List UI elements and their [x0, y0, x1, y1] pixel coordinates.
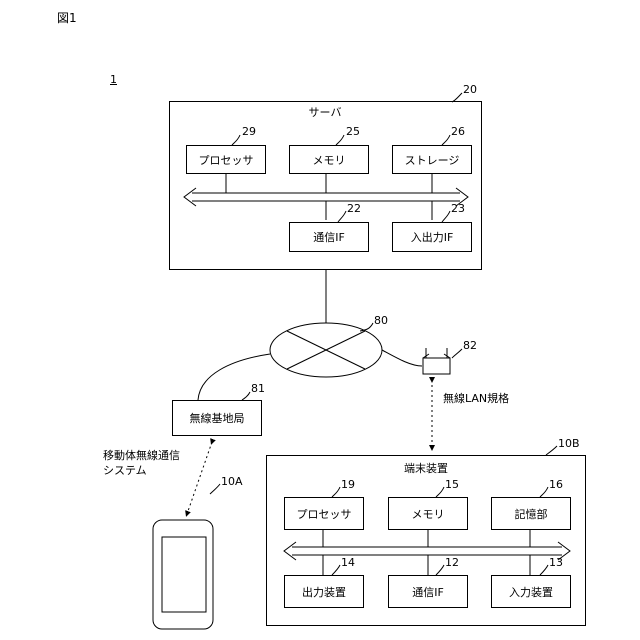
terminal-storage-label: 記憶部: [515, 506, 548, 522]
server-ref: 20: [463, 84, 477, 95]
mobile-comm-link: [187, 442, 212, 514]
server-storage-box: ストレージ: [392, 145, 472, 174]
terminal-title: 端末装置: [404, 460, 448, 476]
mobile-comm-label-line1: 移動体無線通信: [103, 450, 180, 461]
server-title: サーバ: [309, 104, 342, 120]
network-shape: [270, 323, 382, 377]
terminal-input-ref: 13: [549, 557, 563, 568]
smartphone-icon: [153, 520, 213, 629]
server-io-if-ref: 23: [451, 203, 465, 214]
network-router-link: [382, 350, 422, 366]
server-storage-label: ストレージ: [405, 152, 460, 168]
terminal-output-box: 出力装置: [284, 575, 364, 608]
server-processor-ref: 29: [242, 126, 256, 137]
terminal-memory-box: メモリ: [388, 497, 468, 530]
terminal-storage-ref: 16: [549, 479, 563, 490]
router-icon: [423, 348, 450, 374]
server-processor-label: プロセッサ: [199, 152, 254, 168]
terminal-processor-box: プロセッサ: [284, 497, 364, 530]
router-ref: 82: [463, 340, 477, 351]
server-io-if-box: 入出力IF: [392, 222, 472, 252]
mobile-comm-label-line2: システム: [103, 465, 147, 476]
terminal-processor-label: プロセッサ: [297, 506, 352, 522]
server-comm-if-ref: 22: [347, 203, 361, 214]
figure-label: 図1: [57, 12, 77, 24]
terminal-output-label: 出力装置: [302, 584, 346, 600]
server-memory-label: メモリ: [313, 152, 346, 168]
base-station-label: 無線基地局: [190, 410, 245, 426]
server-io-if-label: 入出力IF: [411, 229, 454, 245]
terminal-comm-if-ref: 12: [445, 557, 459, 568]
terminal-comm-if-box: 通信IF: [388, 575, 468, 608]
terminal-storage-box: 記憶部: [491, 497, 571, 530]
phone-ref: 10A: [221, 476, 243, 487]
terminal-memory-label: メモリ: [412, 506, 445, 522]
server-memory-box: メモリ: [289, 145, 369, 174]
server-comm-if-label: 通信IF: [313, 229, 345, 245]
base-station-box: 無線基地局: [172, 400, 262, 436]
terminal-processor-ref: 19: [341, 479, 355, 490]
terminal-input-box: 入力装置: [491, 575, 571, 608]
base-station-ref: 81: [251, 383, 265, 394]
server-storage-ref: 26: [451, 126, 465, 137]
terminal-input-label: 入力装置: [509, 584, 553, 600]
terminal-ref: 10B: [558, 438, 580, 449]
network-ref: 80: [374, 315, 388, 326]
terminal-comm-if-label: 通信IF: [412, 584, 444, 600]
wireless-lan-label: 無線LAN規格: [443, 393, 509, 404]
server-memory-ref: 25: [346, 126, 360, 137]
server-processor-box: プロセッサ: [186, 145, 266, 174]
terminal-output-ref: 14: [341, 557, 355, 568]
terminal-memory-ref: 15: [445, 479, 459, 490]
system-ref: 1: [110, 74, 117, 85]
server-comm-if-box: 通信IF: [289, 222, 369, 252]
